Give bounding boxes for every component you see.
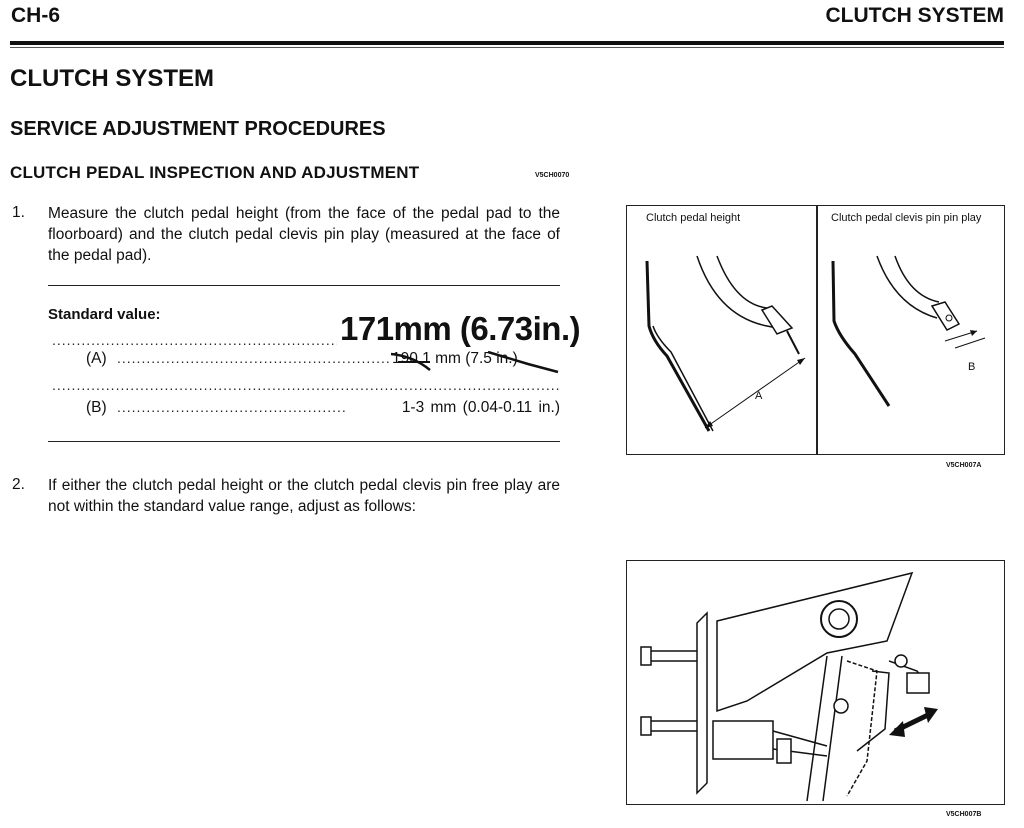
dimension-a-label: A: [755, 390, 763, 402]
row-b-value: 1-3 mm (0.04-0.11 in.): [401, 399, 560, 416]
step-1-number: 1.: [12, 204, 25, 221]
pedal-assembly-diagram: [640, 571, 938, 802]
strikeout-marks: [390, 350, 559, 374]
dot-leader: ........................................…: [52, 332, 337, 348]
figure-2-code: V5CH007B: [946, 811, 982, 818]
header-rule: [10, 41, 1004, 45]
row-b-key: (B): [86, 399, 107, 416]
standard-top-rule: [48, 285, 560, 286]
dot-leader: ........................................…: [117, 350, 389, 366]
handwritten-correction: 171mm (6.73in.): [340, 310, 581, 347]
step-2-text: If either the clutch pedal height or the…: [48, 477, 560, 515]
standard-bottom-rule: [48, 441, 560, 442]
page-code: CH-6: [11, 4, 61, 27]
figure-divider: [816, 206, 818, 454]
pedal-height-label: Clutch pedal height: [646, 212, 741, 224]
figure-1-code: V5CH007A: [946, 462, 982, 469]
running-header: CLUTCH SYSTEM: [825, 4, 1005, 27]
dimension-b-label: B: [968, 361, 976, 373]
clevis-pin-play-label: Clutch pedal clevis pin pin play: [831, 212, 982, 224]
subsection-title: CLUTCH PEDAL INSPECTION AND ADJUSTMENT: [10, 163, 420, 182]
standard-label: Standard value:: [48, 306, 161, 323]
pedal-adjustment-figure: [626, 560, 1005, 805]
dot-leader: ........................................…: [117, 399, 347, 415]
header-rule-thin: [10, 47, 1004, 48]
section-subtitle: SERVICE ADJUSTMENT PROCEDURES: [10, 118, 386, 140]
row-a-key: (A): [86, 350, 107, 367]
pedal-diagram: [645, 255, 986, 432]
page-title: CLUTCH SYSTEM: [10, 65, 214, 92]
dot-leader: ........................................…: [52, 377, 560, 393]
pedal-measurement-figure: Clutch pedal height Clutch pedal clevis …: [626, 205, 1005, 455]
subsection-code: V5CH0070: [535, 172, 570, 179]
step-2-number: 2.: [12, 476, 25, 493]
step-1-text: Measure the clutch pedal height (from th…: [48, 205, 560, 264]
